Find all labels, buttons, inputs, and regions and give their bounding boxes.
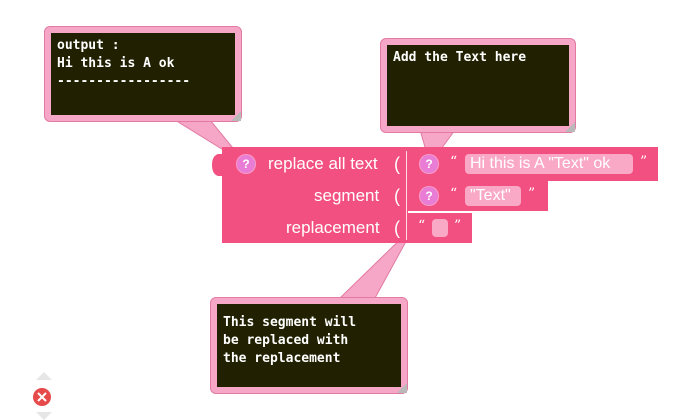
- segment-comment[interactable]: This segment will be replaced with the r…: [210, 297, 408, 394]
- text-help-icon[interactable]: ?: [419, 154, 439, 174]
- output-comment[interactable]: output : Hi this is A ok ---------------…: [44, 26, 242, 122]
- segment-input-field[interactable]: "Text": [465, 186, 521, 206]
- replacement-input-field[interactable]: [432, 219, 448, 237]
- input-separator: [406, 151, 407, 240]
- segment-row: [222, 181, 408, 213]
- open-quote: “: [450, 186, 458, 202]
- resize-handle-icon[interactable]: [565, 122, 575, 132]
- add-text-comment-text[interactable]: Add the Text here: [387, 45, 569, 126]
- segment-help-icon[interactable]: ?: [419, 186, 439, 206]
- paren-2: (: [394, 186, 400, 206]
- text-input-field[interactable]: Hi this is A "Text" ok: [465, 154, 633, 174]
- replacement-label: replacement: [286, 218, 380, 237]
- replacement-row: [222, 213, 408, 243]
- scroll-arrow-up-icon[interactable]: [32, 372, 56, 420]
- close-quote: ”: [640, 154, 648, 170]
- segment-label: segment: [314, 186, 380, 205]
- output-comment-text[interactable]: output : Hi this is A ok ---------------…: [51, 33, 235, 115]
- open-quote: “: [450, 154, 458, 170]
- close-quote: ”: [528, 186, 536, 202]
- close-quote: ”: [454, 218, 462, 234]
- paren-1: (: [394, 154, 400, 174]
- open-quote: “: [418, 218, 426, 234]
- workspace-controls: [32, 372, 56, 420]
- replace-all-text-label: replace all text: [268, 154, 378, 173]
- resize-handle-icon[interactable]: [231, 111, 241, 121]
- add-text-comment[interactable]: Add the Text here: [380, 38, 576, 133]
- segment-comment-text[interactable]: This segment will be replaced with the r…: [217, 304, 401, 387]
- resize-handle-icon[interactable]: [397, 383, 407, 393]
- paren-3: (: [394, 218, 400, 238]
- help-icon[interactable]: ?: [236, 154, 256, 174]
